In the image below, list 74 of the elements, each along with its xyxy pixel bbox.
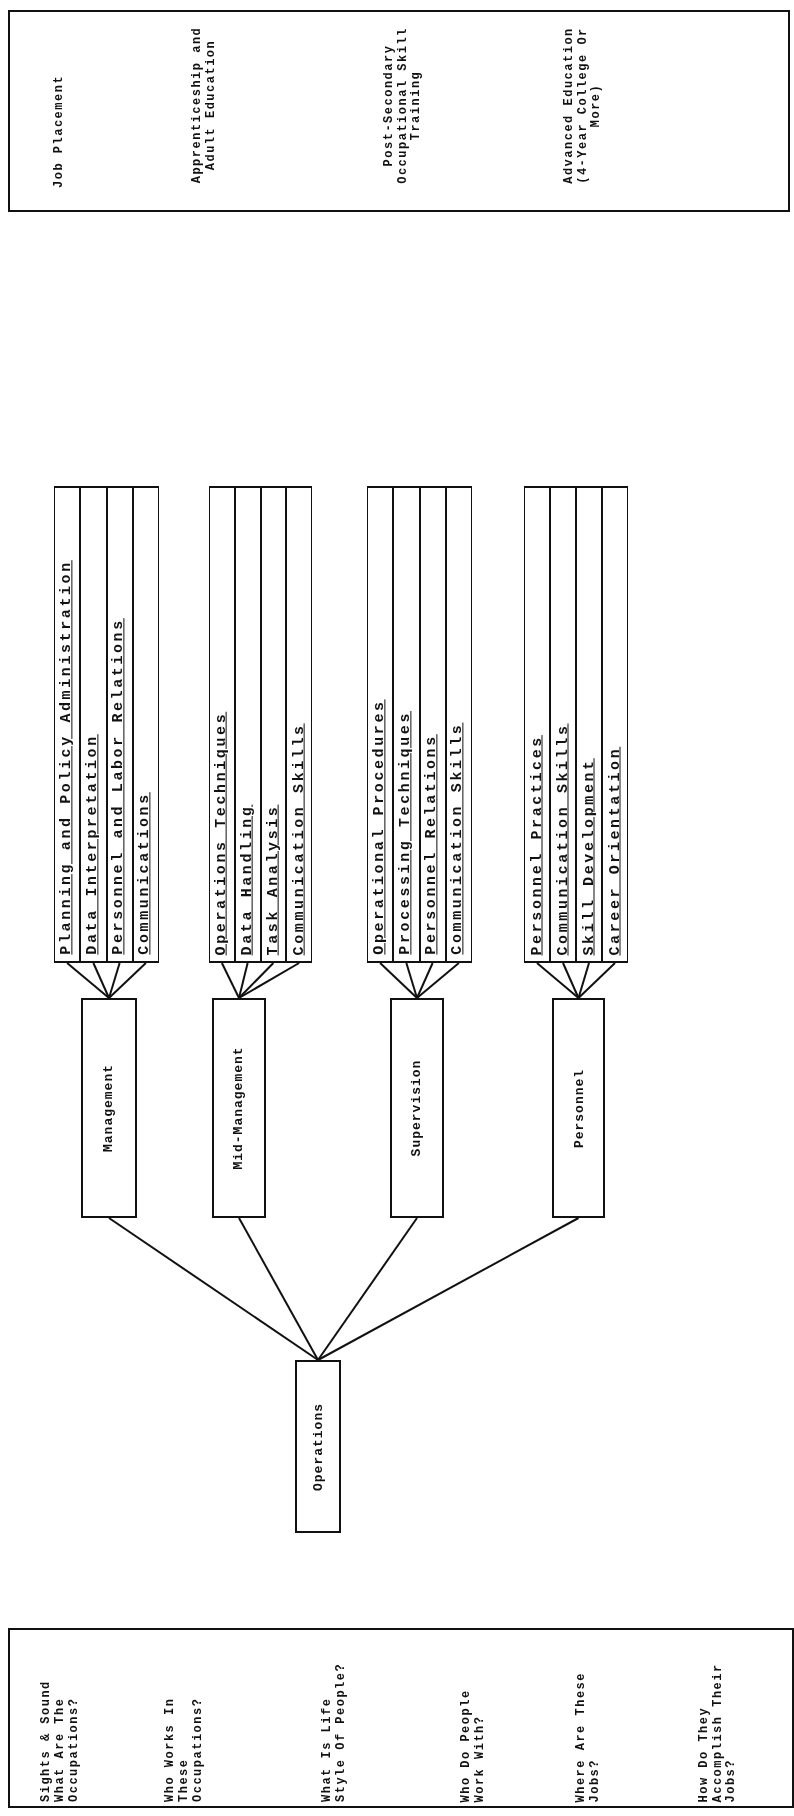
skill-cell — [80, 486, 107, 963]
skill-text: Communication Skills — [553, 721, 572, 955]
connector-line — [577, 962, 590, 999]
box-label: Operations — [309, 1401, 326, 1493]
column-text: Job Placement — [51, 73, 68, 188]
connector-line — [317, 1217, 580, 1361]
skill-cell — [106, 486, 133, 963]
connector-line — [238, 962, 249, 999]
skill-cell — [260, 486, 287, 963]
column-text: Who Do People Work With? — [456, 1687, 487, 1802]
connector-line — [317, 1217, 418, 1361]
connector-line — [405, 962, 418, 999]
process-box — [212, 998, 266, 1218]
skill-text: Career Orientation — [605, 745, 624, 955]
connector-line — [108, 962, 147, 999]
skill-text: Personnel and Labor Relations — [109, 617, 129, 955]
skill-text: Communication Skills — [289, 721, 309, 955]
skill-cell — [234, 486, 261, 963]
box-label: Management — [100, 1063, 117, 1154]
skill-text: Skill Development — [579, 756, 598, 955]
skill-text: Communications — [135, 791, 155, 955]
panel-box — [8, 1628, 794, 1808]
column-text: How Do They Accomplish Their Jobs? — [694, 1661, 739, 1802]
skill-cell — [602, 486, 628, 963]
skill-cell — [286, 486, 312, 963]
box-label: Supervision — [408, 1058, 425, 1159]
skill-text: Personnel Relations — [422, 733, 442, 955]
process-box — [552, 998, 605, 1218]
connector-line — [577, 962, 616, 999]
skill-cell — [367, 486, 394, 963]
process-box — [295, 1360, 341, 1533]
skill-cell — [524, 486, 550, 963]
skill-cell — [576, 486, 602, 963]
connector-line — [238, 962, 301, 999]
connector-line — [108, 1217, 319, 1361]
skill-text: Planning and Policy Administration — [57, 559, 76, 955]
skill-cell — [54, 486, 81, 963]
column-text: Post-Secondary Occupational Skill Training — [379, 25, 424, 186]
connector-line — [92, 962, 110, 999]
connector-line — [379, 962, 418, 999]
column-text: Advanced Education (4-Year College Or More) — [559, 25, 604, 186]
skill-text: Operations Techniques — [212, 710, 231, 955]
skill-cell — [209, 486, 235, 963]
skill-text: Communication Skills — [448, 721, 468, 955]
box-label: Mid-Management — [230, 1045, 247, 1172]
skill-text: Processing Techniques — [396, 710, 416, 955]
column-text: Who Works In These Occupations? — [162, 1696, 206, 1802]
column-text: Where Are These Jobs? — [571, 1670, 602, 1802]
connector-line — [220, 962, 240, 999]
skill-cell — [445, 486, 472, 963]
connector-line — [416, 962, 434, 999]
column-text: Apprenticeship and Adult Education — [189, 25, 219, 186]
connector-line — [562, 962, 580, 999]
skill-text: Data Interpretation — [83, 733, 103, 955]
skill-text: Personnel Practices — [527, 733, 546, 955]
panel-box — [8, 10, 790, 212]
connector-line — [536, 962, 580, 999]
connector-line — [238, 962, 275, 999]
skill-cell — [393, 486, 420, 963]
skill-cell — [132, 486, 159, 963]
connector-line — [66, 962, 110, 999]
column-text: What Is Life Style Of People? — [319, 1661, 349, 1802]
skill-text: Task Analysis — [263, 803, 283, 955]
connector-line — [108, 962, 121, 999]
skill-cell — [419, 486, 446, 963]
process-box — [390, 998, 444, 1218]
box-label: Personnel — [570, 1067, 587, 1150]
process-box — [81, 998, 137, 1218]
skill-text: Operational Procedures — [370, 698, 389, 955]
skill-text: Data Handling — [237, 803, 257, 955]
connector-line — [416, 962, 460, 999]
skill-cell — [550, 486, 576, 963]
column-text: Sights & Sound What Are The Occupations? — [38, 1679, 82, 1802]
connector-line — [238, 1217, 319, 1361]
